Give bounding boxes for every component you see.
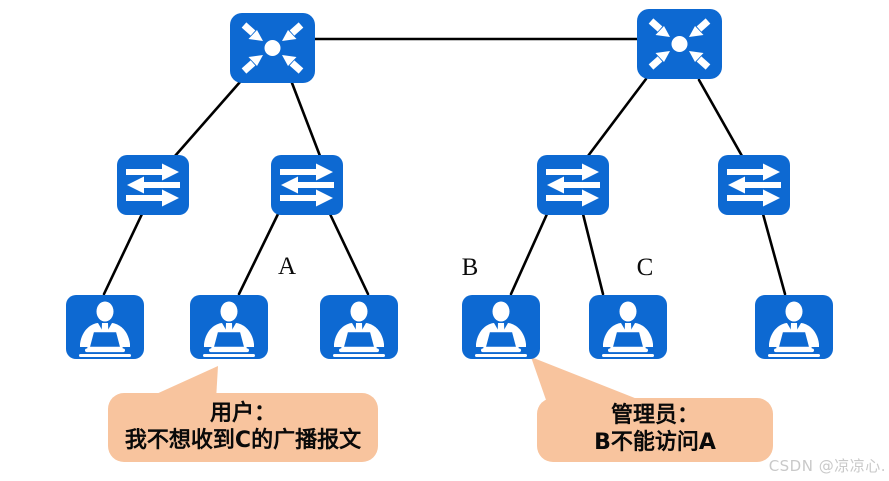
user-icon (462, 295, 540, 359)
link-router2-switch3 (586, 77, 648, 158)
user-icon (320, 295, 398, 359)
user-icon (190, 295, 268, 359)
admin-speech-bubble: 管理员： B不能访问A (537, 398, 773, 462)
switch-1 (117, 155, 189, 215)
user-bubble-tail (143, 366, 218, 400)
csdn-watermark: CSDN @凉凉心. (768, 457, 886, 475)
switch-icon (718, 155, 790, 215)
switch-icon (271, 155, 343, 215)
user-pc-2 (190, 295, 268, 359)
link-router2-switch4 (697, 78, 744, 158)
label-b: B (461, 254, 479, 281)
link-switch2-user2 (237, 212, 280, 296)
user-speech-bubble: 用户： 我不想收到C的广播报文 (108, 393, 378, 462)
admin-bubble-title: 管理员： (610, 403, 699, 429)
user-pc-5-c (589, 295, 667, 359)
user-pc-6 (755, 295, 833, 359)
user-bubble-message: 我不想收到C的广播报文 (124, 427, 362, 453)
user-icon (755, 295, 833, 359)
switch-icon (117, 155, 189, 215)
user-pc-3-a (320, 295, 398, 359)
switch-3 (537, 155, 609, 215)
link-switch2-user3 (328, 212, 370, 296)
label-a: A (277, 253, 297, 280)
admin-bubble-message: B不能访问A (594, 430, 716, 455)
router-icon (637, 9, 722, 79)
link-switch4-user6 (761, 212, 787, 296)
core-router-1 (230, 13, 315, 83)
router-icon (230, 13, 315, 83)
user-icon (589, 295, 667, 359)
user-pc-1 (66, 295, 144, 359)
link-switch1-user1 (102, 212, 144, 296)
label-c: C (636, 254, 654, 281)
user-bubble-title: 用户： (209, 400, 276, 426)
switch-icon (537, 155, 609, 215)
core-router-2 (637, 9, 722, 79)
link-switch3-user4 (509, 212, 549, 296)
user-pc-4-b (462, 295, 540, 359)
link-router1-switch1 (173, 80, 242, 158)
switch-2 (271, 155, 343, 215)
switch-4 (718, 155, 790, 215)
link-switch3-user5 (581, 212, 605, 296)
user-icon (66, 295, 144, 359)
link-router1-switch2 (290, 81, 322, 158)
